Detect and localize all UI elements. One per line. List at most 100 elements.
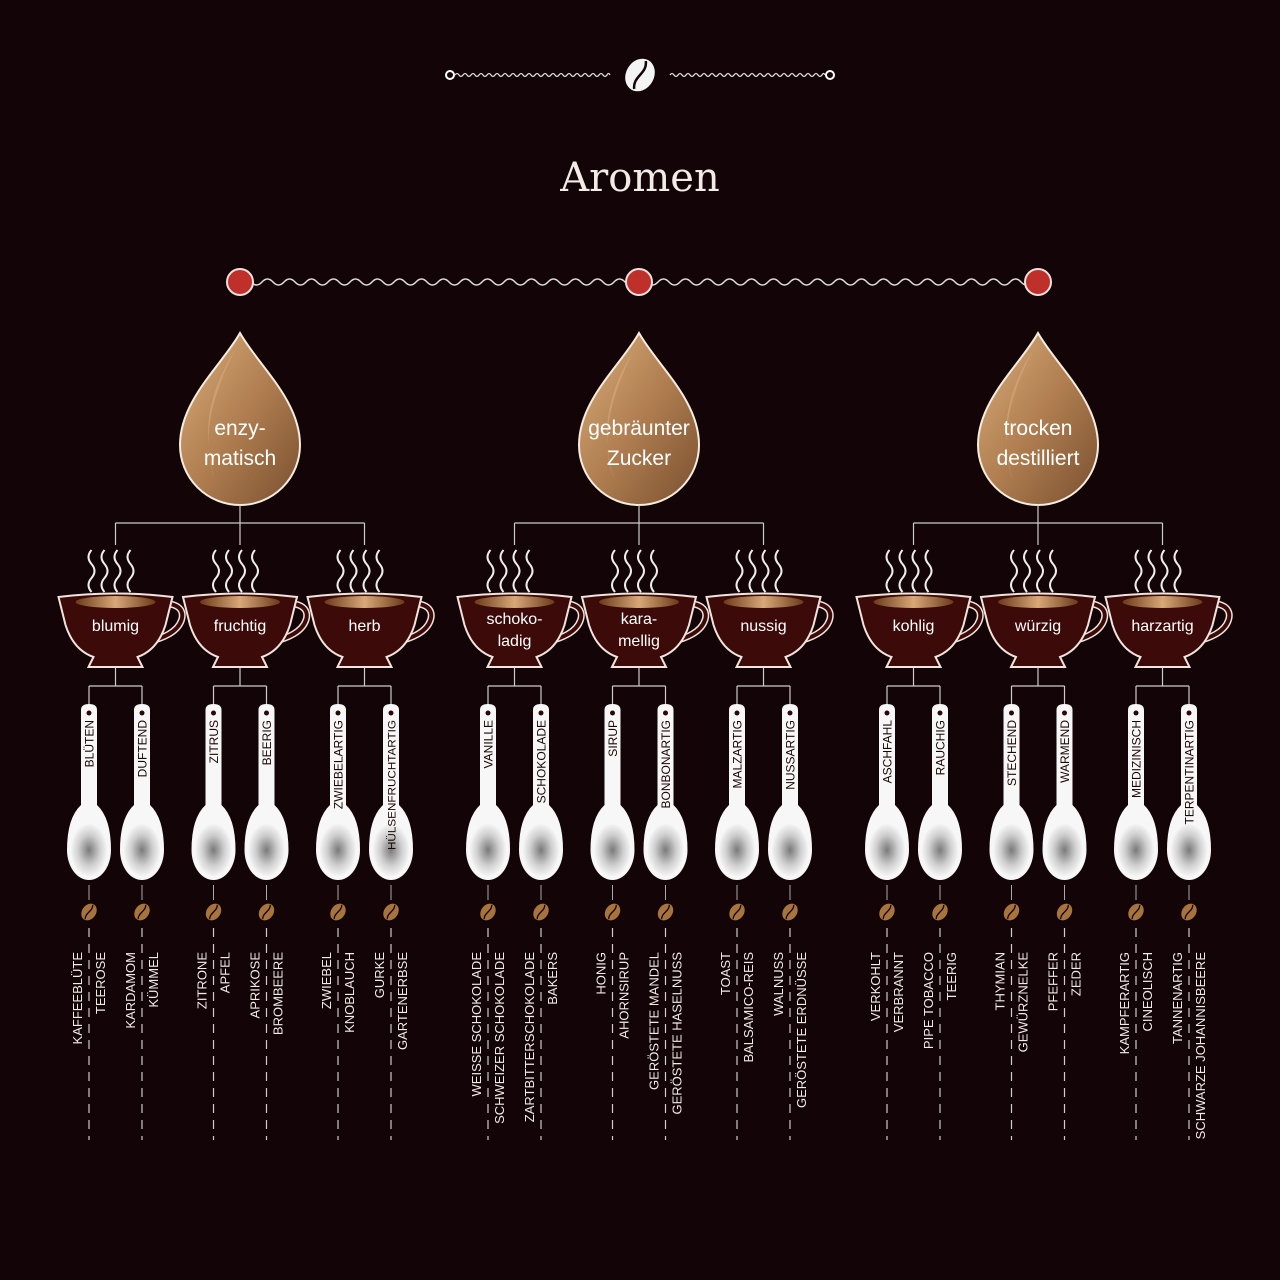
spoon-bowl <box>922 824 958 876</box>
crema <box>998 596 1078 608</box>
flavor-note: SCHWARZE JOHANNISBEERE <box>1193 952 1208 1140</box>
spoon-label: MEDIZINISCH <box>1130 720 1144 798</box>
crema <box>599 596 679 608</box>
steam-icon <box>748 549 757 593</box>
steam-icon <box>225 549 233 593</box>
category-label: Zucker <box>607 447 671 470</box>
steam-icon <box>885 549 894 593</box>
spoon-label: TERPENTINARTIG <box>1183 720 1197 824</box>
steam-icon <box>1134 549 1143 593</box>
spoon-bowl <box>772 824 808 876</box>
category-dot <box>1024 268 1052 296</box>
spoon-bowl <box>523 824 559 876</box>
spoon-bowl <box>373 824 409 876</box>
flavor-note: BROMBEERE <box>271 952 286 1035</box>
cup-label: kohlig <box>893 618 935 635</box>
steam-icon <box>1023 549 1031 593</box>
crema <box>1122 596 1203 608</box>
steam-icon <box>100 549 109 593</box>
flavor-note: KARDAMOM <box>123 952 138 1029</box>
spoon-hole <box>335 710 341 716</box>
cup-icon <box>705 592 822 668</box>
cup-icon <box>57 592 174 668</box>
crema <box>324 596 405 608</box>
flavor-note: BAKERS <box>545 952 560 1005</box>
steam-icon <box>126 549 135 593</box>
wavy-line <box>669 72 826 78</box>
spoon-hole <box>734 710 740 716</box>
flavor-note: VERBRANNT <box>891 952 906 1032</box>
cup: fruchtig <box>181 549 311 668</box>
cup: nussig <box>705 549 834 668</box>
category-label: enzy- <box>214 417 265 440</box>
cup-icon <box>456 592 573 668</box>
category-dot <box>226 268 254 296</box>
steam-icon <box>735 549 744 593</box>
flavor-note: TEERIG <box>944 952 959 1000</box>
flavor-note: TANNENARTIG <box>1170 952 1185 1044</box>
steam-icon <box>375 549 384 593</box>
steam-icon <box>238 549 246 593</box>
flavor-note: KAFFEEBLÜTE <box>70 952 85 1045</box>
bean-crease <box>1060 904 1069 920</box>
wavy-line <box>454 72 611 78</box>
steam-icon <box>486 549 495 593</box>
steam-icon <box>212 549 220 593</box>
steam-icon <box>1160 549 1169 593</box>
flavor-note: ZWIEBEL <box>319 952 334 1009</box>
coffee-bean-icon <box>480 903 496 921</box>
coffee-bean-icon <box>657 903 674 921</box>
flavor-note: GERÖSTETE MANDEL <box>647 952 662 1090</box>
bean-crease <box>608 904 617 920</box>
cup: harzartig <box>1104 549 1233 668</box>
spoon-hole <box>86 710 92 716</box>
spoon-label: ASCHFAHL <box>881 720 895 784</box>
spoon-label: HÜLSENFRUCHTARTIG <box>387 720 399 850</box>
flavor-note: PFEFFER <box>1046 952 1061 1011</box>
flavor-note: ZITRONE <box>195 952 210 1009</box>
spoon-bowl <box>71 824 107 876</box>
spoon-bowl <box>647 824 684 876</box>
spoon-label: WARMEND <box>1058 720 1072 783</box>
cup-icon <box>1104 592 1221 668</box>
ring-icon <box>445 70 455 80</box>
coffee-bean-icon <box>1056 903 1073 921</box>
coffee-bean-icon <box>330 903 346 921</box>
bean-crease <box>1184 904 1194 920</box>
cup: kara-mellig <box>580 549 710 668</box>
spoon-bowl <box>1118 824 1154 876</box>
cup: schoko-ladig <box>456 549 585 668</box>
flavor-note: APRIKOSE <box>248 952 263 1019</box>
flavor-note: WEISSE SCHOKOLADE <box>469 952 484 1097</box>
spoon-bowl <box>124 824 160 876</box>
bean-crease <box>262 904 271 920</box>
crema <box>873 596 954 608</box>
cup: kohlig <box>855 549 984 668</box>
cup-label: schoko- <box>486 611 542 628</box>
crema <box>474 596 555 608</box>
coffee-bean-icon <box>604 903 621 921</box>
flavor-note: THYMIAN <box>993 952 1008 1011</box>
coffee-bean-icon <box>932 903 948 921</box>
cup: würzig <box>979 549 1109 668</box>
page-title: Aromen <box>559 155 719 201</box>
coffee-bean-icon <box>879 903 895 921</box>
cup: herb <box>306 549 435 668</box>
spoon-hole <box>610 710 615 716</box>
crema <box>723 596 804 608</box>
bean-crease <box>632 60 648 90</box>
spoon: TERPENTINARTIG TANNENARTIG SCHWARZE JOHANN… <box>1167 704 1211 1140</box>
cup-icon <box>580 592 698 668</box>
category-label: gebräunter <box>588 417 690 440</box>
steam-icon <box>1173 549 1182 593</box>
flavor-note: SCHWEIZER SCHOKOLADE <box>492 952 507 1124</box>
cup-icon <box>306 592 423 668</box>
category-label: destilliert <box>997 447 1080 470</box>
